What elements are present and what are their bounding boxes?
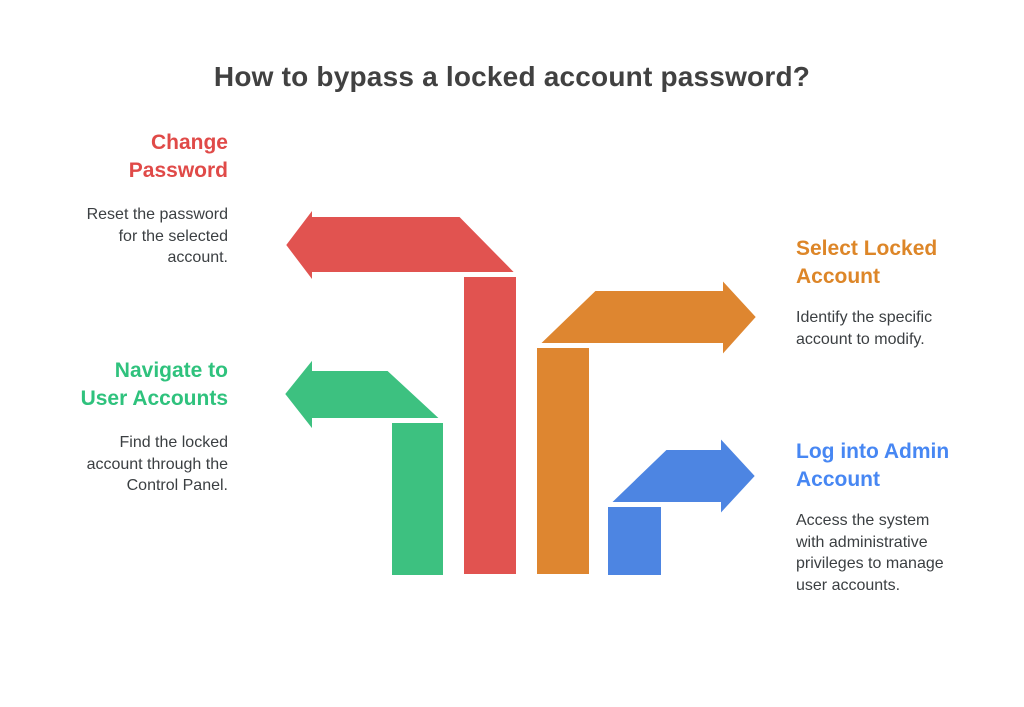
orange-arrow-column bbox=[535, 346, 591, 576]
blue-right-arrow-bend-icon bbox=[607, 434, 758, 518]
step-change-password: Change Password Reset the password for t… bbox=[18, 129, 228, 269]
green-left-arrow-bend-icon bbox=[282, 355, 444, 434]
select-locked-account-arrow bbox=[535, 276, 759, 576]
change-password-arrow bbox=[283, 205, 519, 576]
step-log-into-admin-account: Log into Admin Account Access the system… bbox=[796, 438, 1012, 596]
orange-right-arrow-bend-icon bbox=[536, 276, 759, 359]
step-select-locked-account-description: Identify the specific account to modify. bbox=[796, 309, 933, 348]
navigate-user-accounts-arrow bbox=[282, 355, 445, 577]
green-arrow-column bbox=[390, 421, 445, 577]
step-select-locked-account-heading: Select Locked Account bbox=[796, 237, 938, 288]
page-title: How to bypass a locked account password? bbox=[213, 61, 811, 92]
step-change-password-description: Reset the password for the selected acco… bbox=[86, 206, 228, 266]
step-log-into-admin-account-heading: Log into Admin Account bbox=[796, 440, 950, 491]
step-log-into-admin-account-description: Access the system with administrative pr… bbox=[796, 512, 944, 594]
blue-arrow-column bbox=[606, 505, 663, 577]
log-into-admin-account-arrow bbox=[606, 434, 758, 577]
step-change-password-heading: Change Password bbox=[128, 131, 228, 182]
red-arrow-column bbox=[462, 275, 518, 576]
step-select-locked-account: Select Locked Account Identify the speci… bbox=[796, 235, 1012, 350]
red-left-arrow-bend-icon bbox=[283, 205, 519, 285]
step-navigate-user-accounts-description: Find the locked account through the Cont… bbox=[86, 434, 228, 494]
step-navigate-user-accounts-heading: Navigate to User Accounts bbox=[80, 359, 228, 410]
step-navigate-user-accounts: Navigate to User Accounts Find the locke… bbox=[18, 357, 228, 497]
